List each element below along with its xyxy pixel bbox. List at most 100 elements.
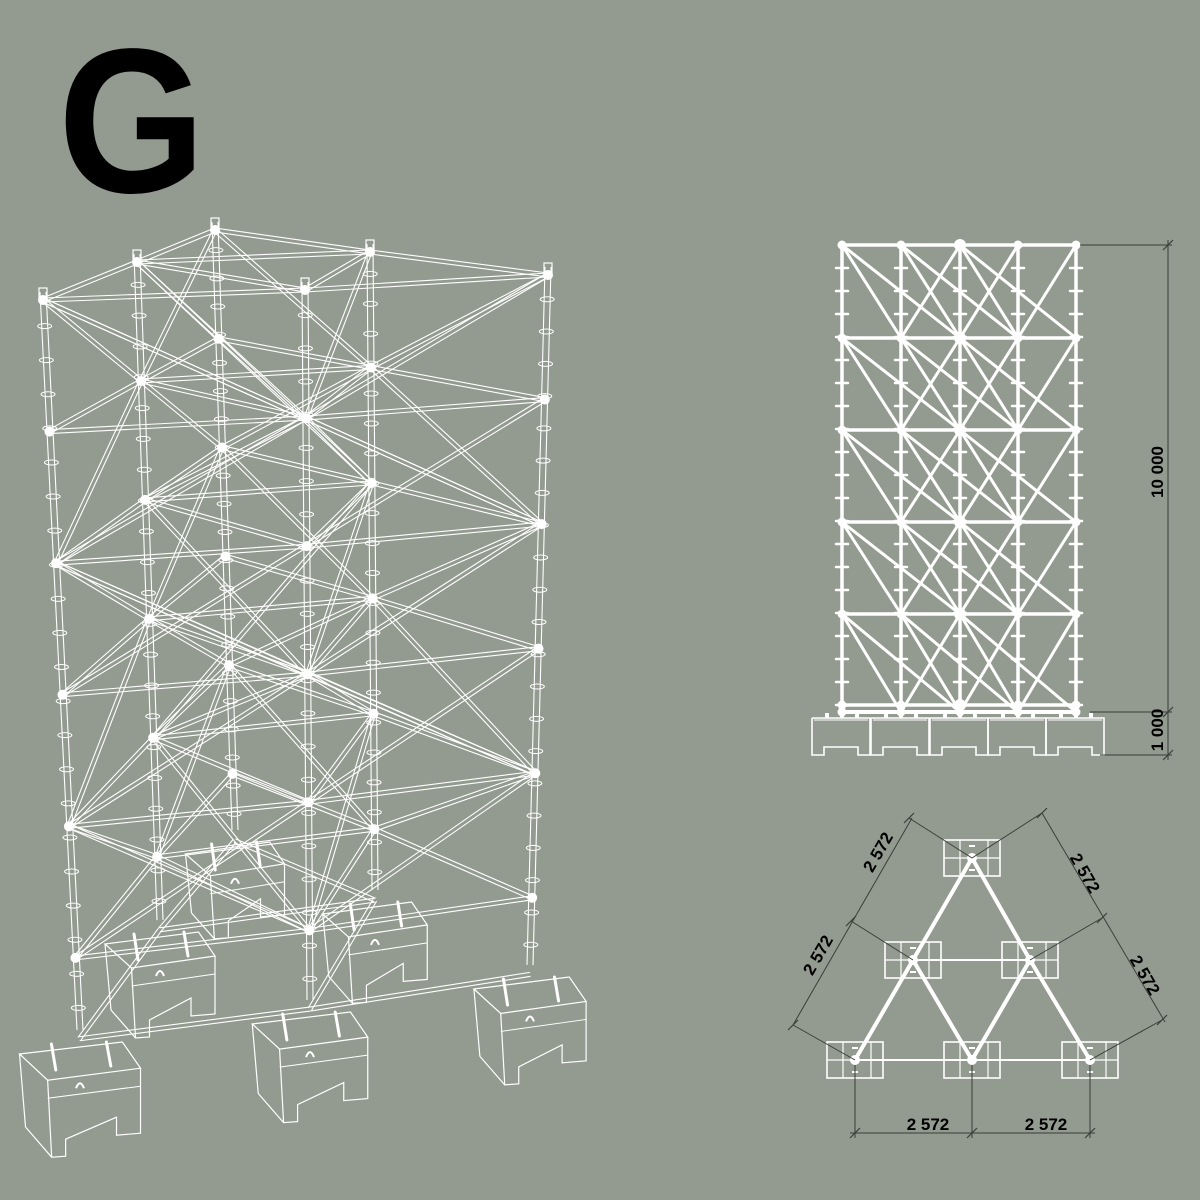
rosette <box>300 644 315 650</box>
node-coupler <box>1071 707 1081 717</box>
node-coupler <box>367 593 378 604</box>
rosette <box>69 970 85 977</box>
diagonal-brace <box>307 252 373 419</box>
ballast-block <box>811 717 871 756</box>
diagonal-brace <box>840 243 903 340</box>
node-coupler <box>837 333 847 343</box>
node-coupler <box>1071 240 1081 250</box>
rosette <box>131 312 147 319</box>
diagonal-brace <box>141 378 224 447</box>
node-coupler <box>954 239 966 251</box>
block-side <box>328 976 353 1004</box>
plan-member <box>911 958 974 1062</box>
ledger <box>137 253 371 265</box>
ballast-block <box>103 930 217 1039</box>
base-ledger <box>79 1006 310 1038</box>
block-pin <box>969 845 975 847</box>
ledger <box>145 497 308 545</box>
diagonal-brace <box>958 243 1078 340</box>
diagonal-brace <box>69 823 311 930</box>
node-coupler <box>301 541 312 552</box>
ledger <box>49 419 307 435</box>
ledger <box>372 480 543 523</box>
ledger <box>137 231 216 265</box>
node-coupler <box>527 892 538 903</box>
dimension-tick <box>1162 749 1174 761</box>
rosette <box>224 754 240 761</box>
node-coupler <box>530 768 541 779</box>
ledger <box>55 543 307 562</box>
diagonal-brace <box>150 448 225 620</box>
node-coupler <box>539 394 550 405</box>
ledger <box>308 599 375 676</box>
rosette <box>524 909 540 916</box>
vertical-standard <box>532 267 552 966</box>
rosette <box>212 359 228 366</box>
block-pin <box>884 713 888 718</box>
node-coupler <box>369 824 380 835</box>
rosette <box>302 942 318 949</box>
rosette <box>298 444 314 451</box>
rosette <box>226 810 242 817</box>
dimension-extension <box>1029 917 1103 961</box>
node-coupler <box>38 295 48 305</box>
rosette <box>298 378 314 385</box>
ledger <box>310 829 377 932</box>
rosette <box>529 683 545 690</box>
dimension-tick <box>966 1127 978 1139</box>
node-coupler <box>132 257 142 267</box>
rosette <box>534 489 550 496</box>
node-coupler <box>837 700 847 710</box>
ledger <box>225 553 374 597</box>
node-coupler <box>303 797 314 808</box>
ledger <box>153 735 310 801</box>
base-ledger <box>80 930 162 1041</box>
diagonal-brace <box>142 230 218 383</box>
block-side <box>257 1093 285 1123</box>
node-coupler <box>1013 707 1023 717</box>
node-coupler <box>368 708 379 719</box>
rosette <box>144 682 160 689</box>
rosette <box>362 300 378 307</box>
rosette <box>363 390 379 397</box>
diagonal-brace <box>53 379 140 563</box>
diagonal-brace <box>1016 243 1078 340</box>
diagonal-brace <box>840 336 903 432</box>
rosette <box>300 743 316 750</box>
ledger <box>306 712 373 802</box>
ledger <box>145 484 372 503</box>
diagonal-brace <box>310 714 376 932</box>
diagonal-brace <box>840 612 962 714</box>
node-coupler <box>896 240 906 250</box>
diagonal-brace <box>310 774 537 933</box>
diagonal-brace <box>840 336 962 432</box>
block-front <box>347 924 428 1005</box>
ledger <box>75 927 310 957</box>
node-coupler <box>365 362 376 373</box>
diagonal-brace <box>306 713 373 930</box>
block-side <box>322 913 330 977</box>
rosette <box>366 809 382 816</box>
dim-height-10000: 10 000 <box>1148 446 1167 498</box>
ledger <box>75 931 310 961</box>
rosette <box>363 420 379 427</box>
rosette <box>47 527 63 534</box>
rosette <box>527 780 543 787</box>
block-pin <box>1089 713 1093 718</box>
diagonal-brace <box>958 243 1020 340</box>
ledger <box>152 711 374 737</box>
block-side <box>184 853 193 914</box>
ledger <box>62 675 308 698</box>
rosette <box>215 472 231 479</box>
clamp-bar <box>132 932 140 962</box>
ledger <box>143 445 222 499</box>
diagonal-brace <box>840 520 962 616</box>
node-coupler <box>304 925 315 936</box>
node-coupler <box>1013 333 1023 343</box>
ledger <box>149 599 373 622</box>
elevation-view <box>811 239 1174 761</box>
ledger <box>305 596 372 674</box>
rosette <box>150 867 166 874</box>
node-coupler <box>955 707 965 717</box>
